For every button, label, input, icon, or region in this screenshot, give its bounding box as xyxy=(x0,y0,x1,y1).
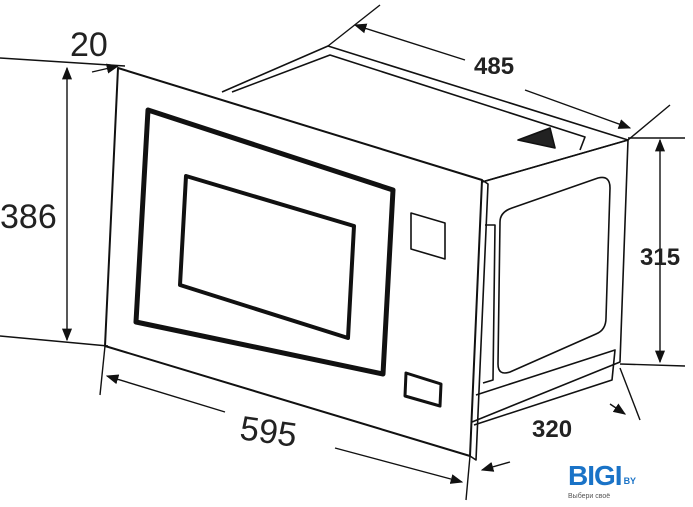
dimension-front-height: 386 xyxy=(0,198,57,236)
logo-text: BIGI xyxy=(568,460,623,491)
logo-tagline: Выбери своё xyxy=(568,493,611,500)
dimension-front-thickness: 20 xyxy=(70,26,108,64)
dimension-body-depth: 485 xyxy=(474,53,515,80)
bigi-logo: BIGI BY Выбери своё xyxy=(568,462,636,501)
dimension-front-width: 595 xyxy=(237,409,300,455)
dimension-lines xyxy=(0,4,686,501)
logo-suffix: BY xyxy=(623,476,637,486)
logo-row: BIGI BY xyxy=(568,462,636,490)
door-button xyxy=(403,371,443,408)
front-panel xyxy=(104,67,489,461)
body-side xyxy=(471,139,629,426)
display-panel xyxy=(410,212,446,260)
dimension-body-width: 320 xyxy=(532,416,573,443)
dimension-body-height: 315 xyxy=(640,244,681,271)
